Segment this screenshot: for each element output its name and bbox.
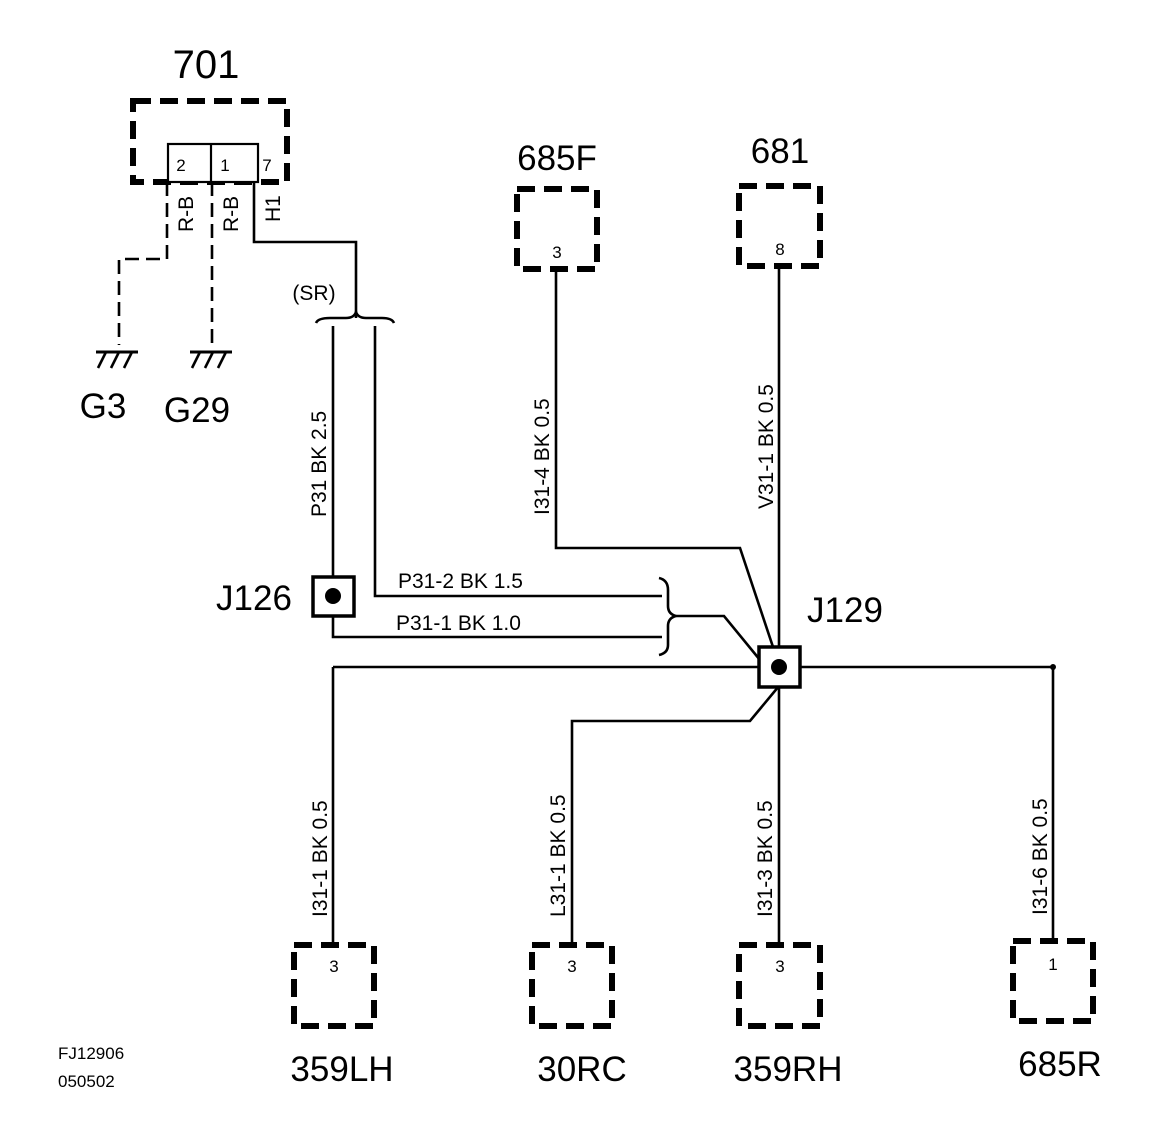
- shield-label: (SR): [292, 282, 335, 305]
- splice-j126-label: J126: [216, 579, 292, 618]
- component-685r-pin: 1: [1048, 955, 1057, 974]
- ground-g3: G3: [80, 350, 138, 426]
- ground-g3-label: G3: [80, 387, 127, 426]
- wire-701-pin7-label: H1: [262, 195, 285, 222]
- component-30rc: 3 30RC: [529, 942, 627, 1089]
- component-30rc-pin: 3: [567, 957, 576, 976]
- component-359lh: 3 359LH: [290, 942, 394, 1089]
- splice-j129-label: J129: [807, 591, 883, 630]
- component-685f-label: 685F: [517, 139, 597, 178]
- splice-j129: J129: [757, 591, 883, 689]
- ground-g29-label: G29: [164, 391, 230, 430]
- wire-p31-1-label: P31-1 BK 1.0: [396, 612, 521, 635]
- component-685r: 1 685R: [1010, 938, 1102, 1084]
- shield-brace: (SR): [292, 282, 396, 324]
- component-359lh-pin: 3: [329, 957, 338, 976]
- wire-v31-1-label: V31-1 BK 0.5: [755, 384, 778, 509]
- component-701-pin-7: 7: [262, 156, 271, 175]
- component-701: 701 2 1 7: [130, 43, 290, 185]
- wire-p31-1: [331, 616, 662, 639]
- component-359rh-pin: 3: [775, 957, 784, 976]
- wire-l31-1-label: L31-1 BK 0.5: [547, 794, 570, 917]
- wire-p31-2-label: P31-2 BK 1.5: [398, 570, 523, 593]
- figure-id: FJ12906: [58, 1044, 124, 1063]
- component-681: 681 8: [736, 132, 823, 269]
- component-685f-pin: 3: [552, 243, 561, 262]
- wire-i31-6-label: I31-6 BK 0.5: [1029, 798, 1052, 915]
- wire-p31-2: [373, 326, 662, 598]
- component-681-label: 681: [751, 132, 809, 171]
- component-681-pin: 8: [775, 240, 784, 259]
- component-701-pin-block: [166, 142, 260, 184]
- component-701-pin-2: 2: [176, 156, 185, 175]
- wire-701-pin1-label: R-B: [220, 196, 243, 232]
- component-359rh-label: 359RH: [734, 1050, 843, 1089]
- wire-l31-1: [570, 685, 781, 945]
- wire-701-pin2-label: R-B: [175, 196, 198, 232]
- component-359rh: 3 359RH: [734, 942, 843, 1089]
- wire-brace: [658, 576, 677, 657]
- wire-701-pin7: [252, 182, 358, 318]
- component-701-label: 701: [173, 43, 240, 87]
- wire-i31-4-label: I31-4 BK 0.5: [531, 398, 554, 515]
- date-code: 050502: [58, 1072, 115, 1091]
- component-685r-label: 685R: [1018, 1045, 1102, 1084]
- splice-j126: J126: [216, 575, 356, 618]
- wire-i31-3-label: I31-3 BK 0.5: [754, 800, 777, 917]
- wire-p31-label: P31 BK 2.5: [308, 411, 331, 517]
- wire-brace-to-j129: [676, 614, 762, 661]
- component-30rc-label: 30RC: [537, 1050, 626, 1089]
- wire-i31-1-label: I31-1 BK 0.5: [309, 800, 332, 917]
- wire-701-pin2-to-g3: [117, 182, 169, 345]
- component-701-pin-1: 1: [220, 156, 229, 175]
- wire-i31-4: [554, 271, 781, 666]
- ground-g29: G29: [164, 350, 232, 430]
- component-685f: 685F 3: [514, 139, 600, 272]
- component-359lh-label: 359LH: [290, 1050, 393, 1089]
